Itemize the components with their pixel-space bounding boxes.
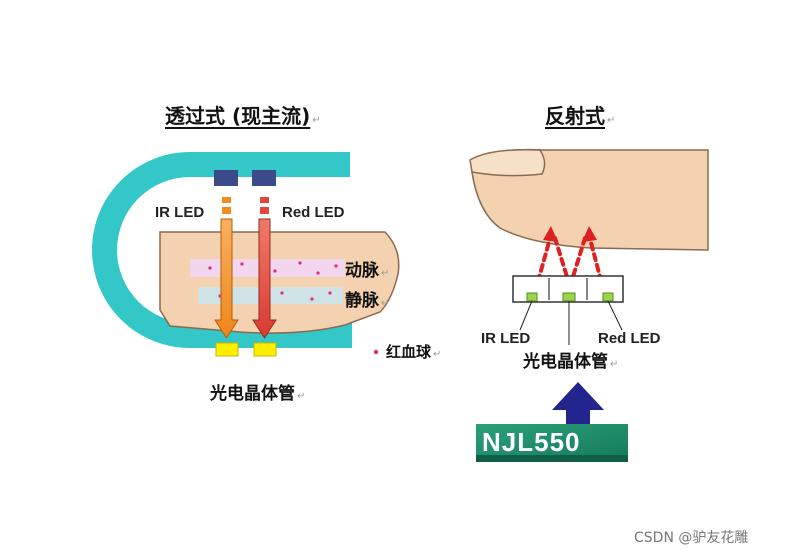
red-blood-cells bbox=[208, 261, 338, 301]
left-title: 透过式 (现主流)↵ bbox=[165, 104, 321, 128]
ir-led-leader bbox=[519, 300, 533, 331]
left-red-led-label: Red LED bbox=[282, 204, 345, 221]
chip-photo-shadow bbox=[476, 455, 628, 462]
ir-light-arrow bbox=[214, 218, 239, 339]
left-ir-led-label: IR LED bbox=[155, 204, 205, 221]
right-red-led-label: Red LED bbox=[598, 330, 661, 347]
right-ir-led-label: IR LED bbox=[481, 330, 531, 347]
watermark: CSDN @驴友花雕 bbox=[634, 530, 749, 546]
left-finger bbox=[159, 231, 400, 334]
left-detector-label: 光电晶体管↵ bbox=[210, 384, 306, 404]
vein-label: 静脉↵ bbox=[345, 291, 390, 311]
left-detector-1 bbox=[215, 342, 239, 357]
reflect-arrowhead-left bbox=[543, 226, 558, 242]
right-title: 反射式↵ bbox=[545, 104, 616, 128]
ir-led-chip-2 bbox=[222, 207, 231, 214]
red-led-emitter bbox=[252, 170, 276, 186]
reflect-arrowhead-right bbox=[582, 226, 597, 242]
red-led-chip-2 bbox=[260, 207, 269, 214]
right-detector bbox=[562, 292, 576, 302]
big-arrow-up bbox=[552, 382, 604, 428]
chip-model-label: NJL550 bbox=[482, 427, 581, 457]
right-ir-led bbox=[526, 292, 538, 302]
left-detector-2 bbox=[253, 342, 277, 357]
right-detector-label: 光电晶体管↵ bbox=[523, 352, 619, 372]
rbc-legend-label: 红血球↵ bbox=[386, 343, 442, 361]
red-light-arrow bbox=[252, 218, 277, 339]
ir-led-emitter bbox=[214, 170, 238, 186]
right-red-led bbox=[602, 292, 614, 302]
artery-label: 动脉↵ bbox=[345, 261, 390, 281]
fingernail bbox=[469, 148, 546, 177]
red-led-leader bbox=[607, 300, 623, 331]
red-led-chip bbox=[260, 197, 269, 203]
ir-led-chip bbox=[222, 197, 231, 203]
rbc-legend-dot bbox=[373, 349, 379, 355]
